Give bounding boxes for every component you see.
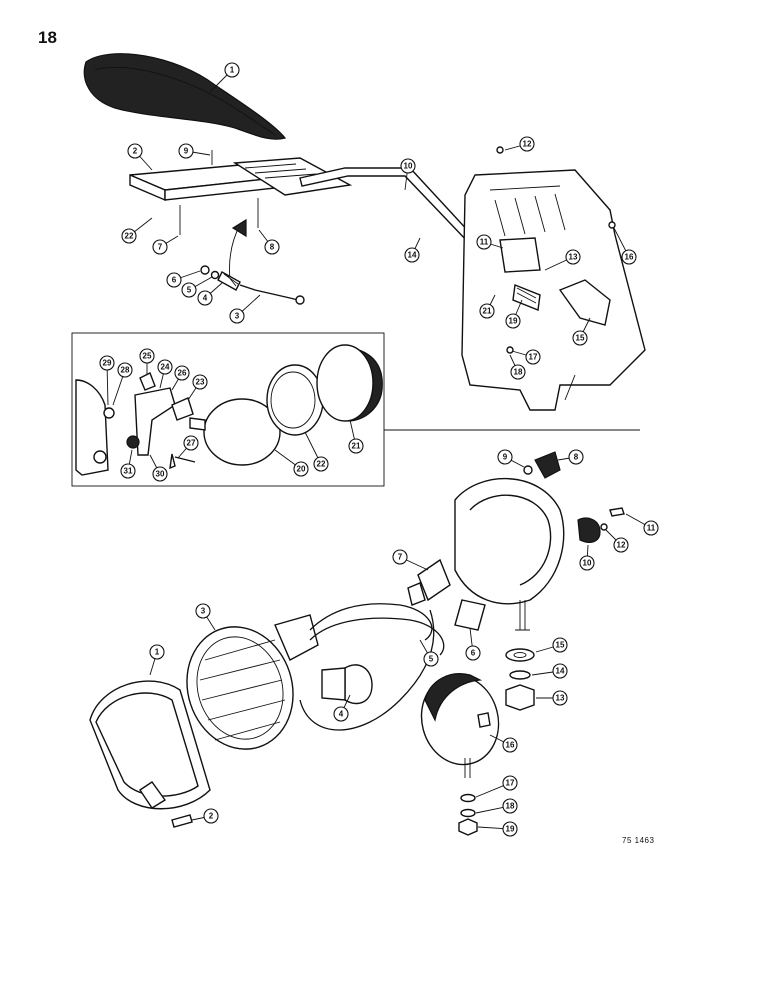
- flood-callout-label: 3: [201, 607, 206, 616]
- flood-callout-label: 18: [506, 802, 515, 811]
- inset-light-parts: [75, 344, 383, 476]
- flood-callout-label: 6: [471, 649, 476, 658]
- seat-callout-label: 2: [133, 147, 138, 156]
- seat-callout-label: 5: [187, 286, 192, 295]
- inset-callout-label: 29: [103, 359, 112, 368]
- flood-callout-label: 11: [647, 524, 656, 533]
- seat-rod-parts: [200, 265, 305, 305]
- inset-callout-label: 26: [178, 369, 187, 378]
- seat-callout-label: 11: [480, 238, 489, 247]
- flood-callout-label: 9: [503, 453, 508, 462]
- flood-callout-label: 10: [583, 559, 592, 568]
- inset-callout-label: 27: [187, 439, 196, 448]
- pivot-arrow: [229, 218, 247, 281]
- inset-callout-label: 20: [297, 465, 306, 474]
- seat-callout-label: 4: [203, 294, 208, 303]
- flood-light-parts: [89, 451, 625, 836]
- inset-callout-label: 21: [352, 442, 361, 451]
- flood-callout-label: 8: [574, 453, 579, 462]
- seat-callout-label: 12: [523, 140, 532, 149]
- seat-callout-label: 16: [625, 253, 634, 262]
- seat-callout-label: 18: [514, 368, 523, 377]
- figure-code: 75 1463: [622, 836, 655, 845]
- seat-callout-label: 1: [230, 66, 235, 75]
- seat-callout-label: 17: [529, 353, 538, 362]
- seat-bracket: [461, 146, 646, 411]
- seat-callout-label: 7: [158, 243, 163, 252]
- seat-callout-label: 13: [569, 253, 578, 262]
- inset-callout-label: 30: [156, 470, 165, 479]
- seat-callout-label: 14: [408, 251, 417, 260]
- flood-callout-label: 15: [556, 641, 565, 650]
- seat-callout-label: 9: [184, 147, 189, 156]
- seat-callout-label: 19: [509, 317, 518, 326]
- inset-callouts: 20 21 22 23 24 25 26 27 28 29 30 31: [99, 348, 364, 482]
- seat-callout-label: 8: [270, 243, 275, 252]
- flood-callout-label: 13: [556, 694, 565, 703]
- flood-callout-label: 12: [617, 541, 626, 550]
- inset-callout-label: 28: [121, 366, 130, 375]
- flood-callout-label: 19: [506, 825, 515, 834]
- seat-callout-label: 6: [172, 276, 177, 285]
- inset-callout-label: 22: [317, 460, 326, 469]
- flood-callout-label: 4: [339, 710, 344, 719]
- inset-callout-label: 24: [161, 363, 170, 372]
- inset-callout-label: 23: [196, 378, 205, 387]
- flood-callout-label: 16: [506, 741, 515, 750]
- seat-callouts: 1 2 3 4 5 6 7 8 9 10 11 12 13 14 15 16 1: [121, 62, 637, 380]
- flood-callout-label: 14: [556, 667, 565, 676]
- page-number: 18: [38, 28, 57, 47]
- flood-callout-label: 7: [398, 553, 403, 562]
- seat-callout-label: 22: [125, 232, 134, 241]
- flood-callout-label: 1: [155, 648, 160, 657]
- inset-frame: [71, 332, 385, 487]
- seat-callout-label: 21: [483, 307, 492, 316]
- seat-frame: [129, 150, 353, 235]
- inset-callout-label: 25: [143, 352, 152, 361]
- flood-light-callouts: 1 2 3 4 5 6 7 8 9 10 11 12 13 14 15 16 1: [149, 449, 659, 837]
- flood-callout-label: 2: [209, 812, 214, 821]
- flood-callout-label: 17: [506, 779, 515, 788]
- seat-cushion: [83, 53, 287, 140]
- seat-callout-label: 3: [235, 312, 240, 321]
- flood-callout-label: 5: [429, 655, 434, 664]
- seat-callout-label: 15: [576, 334, 585, 343]
- seat-callout-label: 10: [404, 162, 413, 171]
- inset-callout-label: 31: [124, 467, 133, 476]
